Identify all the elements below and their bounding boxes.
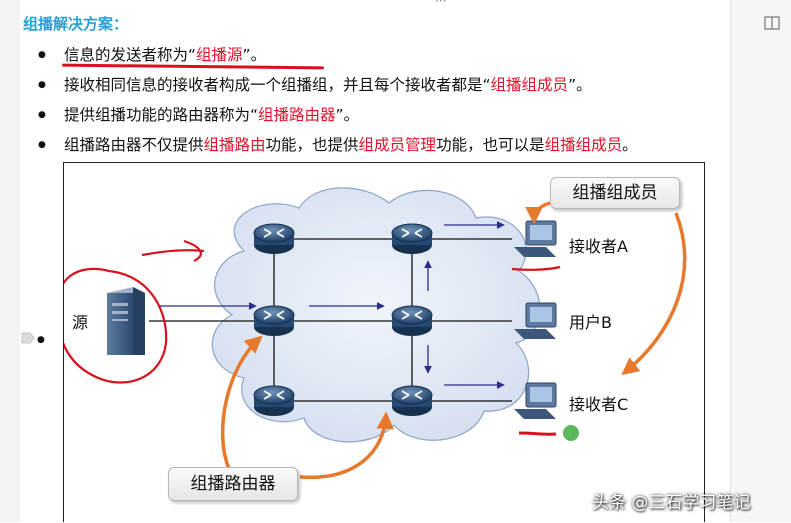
highlight-term: 组播路由器 <box>258 106 336 124</box>
multicast-flow-arrows <box>159 221 505 389</box>
network-diagram-svg <box>64 187 687 480</box>
computer-icon <box>514 382 557 419</box>
watermark: 头条 @三石学习笔记 <box>592 493 751 513</box>
more-options-icon[interactable]: ··· <box>435 0 447 8</box>
network-cloud <box>211 187 541 443</box>
source-label: 源 <box>72 313 89 332</box>
callout-multicast-routers: 组播路由器 <box>168 467 298 501</box>
highlight-term: 组成员管理 <box>358 136 437 154</box>
receiver-a-label: 接收者A <box>569 237 628 256</box>
highlight-term: 组播组成员 <box>544 136 623 154</box>
status-dot <box>563 425 579 441</box>
section-heading: 组播解决方案： <box>23 15 129 33</box>
user-b-label: 用户B <box>569 313 612 332</box>
router-icon <box>391 305 433 336</box>
receiver-c-label: 接收者C <box>569 395 629 414</box>
highlight-term: 组播路由 <box>203 136 266 154</box>
bullet-text: 。 <box>622 136 638 154</box>
book-icon[interactable] <box>764 16 780 30</box>
bullet-text: ”。 <box>335 106 360 124</box>
red-pen-underline <box>61 63 325 70</box>
bullet-item-0: 信息的发送者称为“组播源”。 <box>38 44 638 74</box>
callout-group-members: 组播组成员 <box>550 177 680 209</box>
bullet-item-1: 接收相同信息的接收者构成一个组播组，并且每个接收者都是“组播组成员”。 <box>38 74 638 104</box>
bullet-item-3: 组播路由器不仅提供组播路由功能，也提供组成员管理功能，也可以是组播组成员。 <box>38 134 638 164</box>
red-pen-annotations <box>64 239 561 436</box>
server-icon <box>107 287 145 355</box>
router-icon <box>253 305 295 336</box>
router-icon <box>391 385 433 416</box>
router-icon <box>391 223 433 254</box>
slide-pointer-icon <box>21 332 35 344</box>
empty-bullet: ● <box>37 335 45 345</box>
left-margin-strip <box>0 0 20 522</box>
bullet-text: ”。 <box>568 76 592 94</box>
bullet-text: 接收相同信息的接收者构成一个组播组，并且每个接收者都是“ <box>64 76 491 94</box>
router-icon <box>253 385 295 416</box>
bullet-text: 提供组播功能的路由器称为“ <box>64 106 259 124</box>
callout-arrows <box>220 201 687 480</box>
multicast-diagram: 源 接收者A 用户B 接收者C 组播组成员 组播路由器 <box>63 162 705 522</box>
bullet-text: ”。 <box>242 46 267 64</box>
bullet-text: 信息的发送者称为“ <box>64 46 197 64</box>
bullet-text: 组播路由器不仅提供 <box>64 136 204 154</box>
bullet-text: 功能，也可以是 <box>436 136 545 154</box>
bullet-text: 功能，也提供 <box>265 136 359 154</box>
bullet-list: 信息的发送者称为“组播源”。 接收相同信息的接收者构成一个组播组，并且每个接收者… <box>38 44 638 164</box>
highlight-term: 组播源 <box>196 46 243 64</box>
highlight-term: 组播组成员 <box>490 76 569 94</box>
computer-icon <box>514 220 557 257</box>
computer-icon <box>514 302 557 339</box>
router-icon <box>253 223 295 254</box>
bullet-item-2: 提供组播功能的路由器称为“组播路由器”。 <box>38 104 638 134</box>
right-side-panel <box>730 0 791 522</box>
